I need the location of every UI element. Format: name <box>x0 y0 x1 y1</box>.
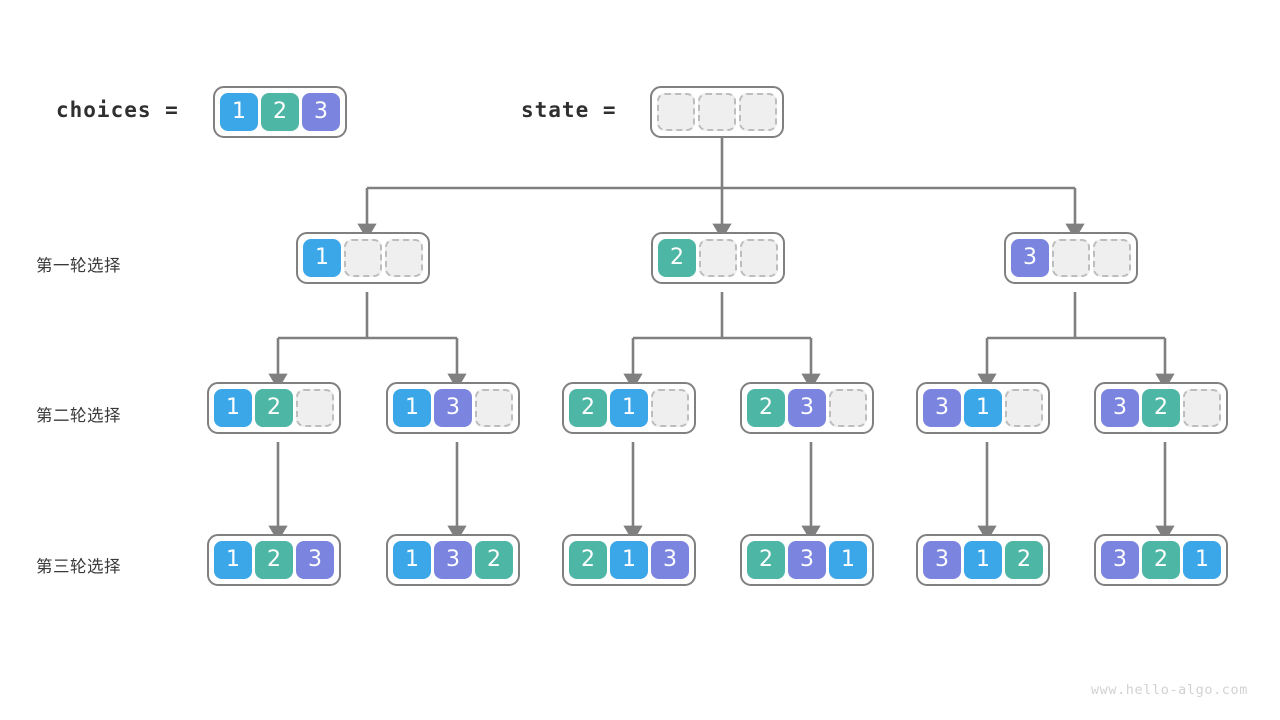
r3n1-cell-1: 1 <box>214 541 252 579</box>
r3n3-cell-3: 3 <box>651 541 689 579</box>
choices-label: choices = <box>56 98 179 122</box>
watermark: www.hello-algo.com <box>1090 682 1248 698</box>
r2n1-cell-2: 2 <box>255 389 293 427</box>
r1n2-cell-empty <box>699 239 737 277</box>
row-label-round-1: 第一轮选择 <box>36 256 121 275</box>
r2n1-cell-empty <box>296 389 334 427</box>
r2n2-cell-1: 1 <box>393 389 431 427</box>
r3n3-cell-1: 1 <box>610 541 648 579</box>
r2n2-cell-3: 3 <box>434 389 472 427</box>
state-cell-empty <box>739 93 777 131</box>
r3n3-cell-2: 2 <box>569 541 607 579</box>
state-node-r1-1: 1 <box>296 232 430 284</box>
r3n6-cell-3: 3 <box>1101 541 1139 579</box>
choices-cell-1: 1 <box>220 93 258 131</box>
r1n3-cell-3: 3 <box>1011 239 1049 277</box>
r3n1-cell-2: 2 <box>255 541 293 579</box>
r3n2-cell-2: 2 <box>475 541 513 579</box>
r3n2-cell-3: 3 <box>434 541 472 579</box>
r2n6-cell-2: 2 <box>1142 389 1180 427</box>
r2n4-cell-empty <box>829 389 867 427</box>
r3n6-cell-2: 2 <box>1142 541 1180 579</box>
r1n1-cell-empty <box>385 239 423 277</box>
r1n2-cell-empty <box>740 239 778 277</box>
r3n5-cell-1: 1 <box>964 541 1002 579</box>
r2n6-cell-3: 3 <box>1101 389 1139 427</box>
r2n5-cell-empty <box>1005 389 1043 427</box>
state-cell-empty <box>657 93 695 131</box>
r2n1-cell-1: 1 <box>214 389 252 427</box>
r2n2-cell-empty <box>475 389 513 427</box>
r2n3-cell-1: 1 <box>610 389 648 427</box>
state-node-r1-2: 2 <box>651 232 785 284</box>
state-label: state = <box>521 98 617 122</box>
r3n2-cell-1: 1 <box>393 541 431 579</box>
r3n5-cell-2: 2 <box>1005 541 1043 579</box>
r3n4-cell-3: 3 <box>788 541 826 579</box>
r3n1-cell-3: 3 <box>296 541 334 579</box>
r2n6-cell-empty <box>1183 389 1221 427</box>
r2n4-cell-3: 3 <box>788 389 826 427</box>
r3n5-cell-3: 3 <box>923 541 961 579</box>
r2n5-cell-1: 1 <box>964 389 1002 427</box>
r1n2-cell-2: 2 <box>658 239 696 277</box>
r1n1-cell-empty <box>344 239 382 277</box>
r3n6-cell-1: 1 <box>1183 541 1221 579</box>
r2n3-cell-empty <box>651 389 689 427</box>
choices-cell-3: 3 <box>302 93 340 131</box>
r1n1-cell-1: 1 <box>303 239 341 277</box>
row-label-round-2: 第二轮选择 <box>36 406 121 425</box>
choices-cell-2: 2 <box>261 93 299 131</box>
state-cell-empty <box>698 93 736 131</box>
r1n3-cell-empty <box>1052 239 1090 277</box>
r3n4-cell-1: 1 <box>829 541 867 579</box>
r2n3-cell-2: 2 <box>569 389 607 427</box>
state-array <box>650 86 784 138</box>
r2n4-cell-2: 2 <box>747 389 785 427</box>
state-node-r1-3: 3 <box>1004 232 1138 284</box>
r1n3-cell-empty <box>1093 239 1131 277</box>
row-label-round-3: 第三轮选择 <box>36 557 121 576</box>
r3n4-cell-2: 2 <box>747 541 785 579</box>
r2n5-cell-3: 3 <box>923 389 961 427</box>
